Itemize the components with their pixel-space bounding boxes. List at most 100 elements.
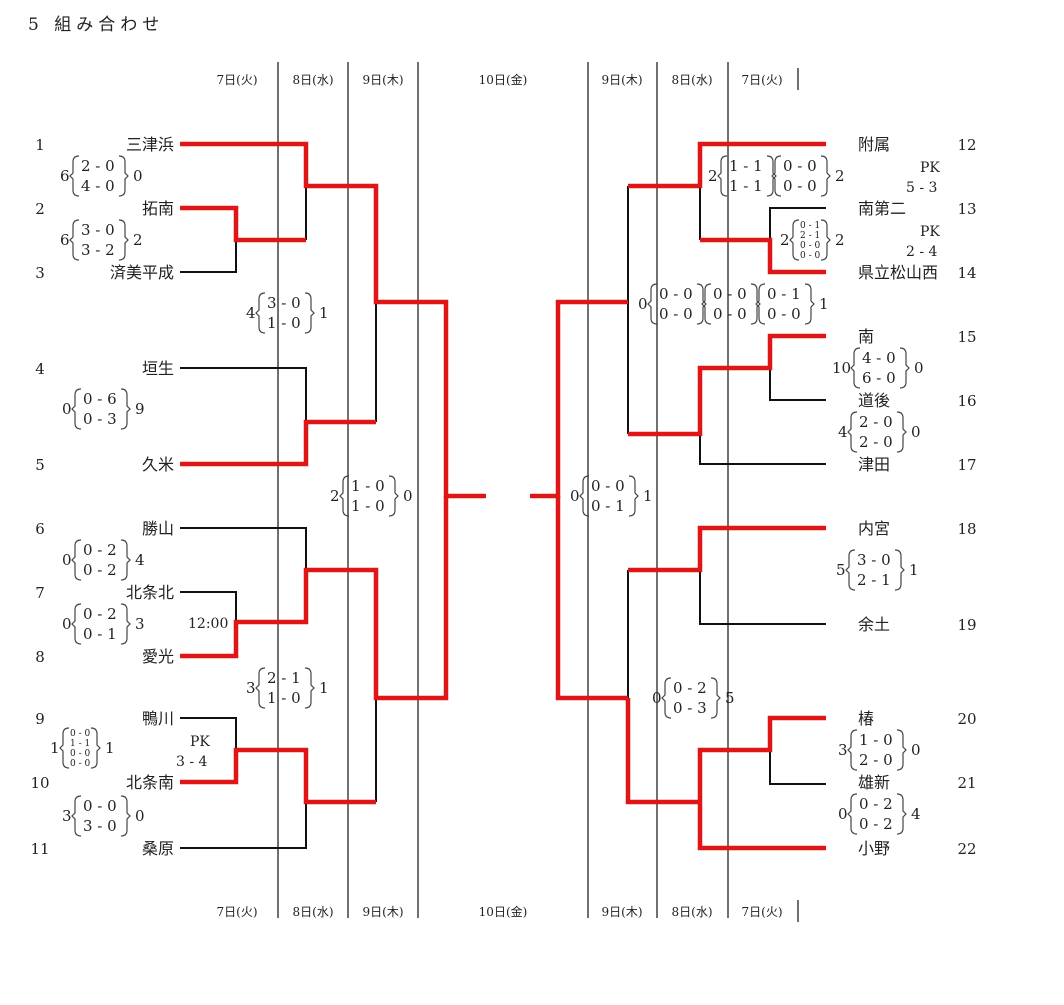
team-seed: 16 [957,392,976,410]
score-total-left: 0 [838,805,848,823]
score-total-left: 0 [652,689,662,707]
score-total-left: 6 [60,167,70,185]
score-line: 0 - 0 [70,729,90,739]
team-name: 内宮 [858,519,890,538]
score-total-right: 2 [835,231,845,249]
score-total-left: 3 [838,741,848,759]
score-line: 1 - 1 [729,157,763,175]
bracket-paren-right [766,155,777,197]
score-line: 3 - 0 [83,817,117,835]
score-line: 0 - 3 [83,410,117,428]
score-total-left: 2 [708,167,718,185]
score-line: 0 - 3 [673,699,707,717]
score-total-right: 5 [725,689,735,707]
team-name: 津田 [858,455,890,474]
team-name: 北条南 [126,773,174,792]
score-total-right: 1 [819,295,829,313]
score-line: 0 - 1 [800,221,820,231]
team-seed: 5 [35,456,45,474]
bracket-paren-left [771,155,782,197]
team-name: 三津浜 [126,135,174,154]
bracket-paren-left [255,292,266,334]
bracket-paren-left [69,155,80,197]
score-line: 0 - 0 [713,285,747,303]
bracket-paren-left [847,793,858,835]
bracket-paren-right [710,677,721,719]
pk-score: 5 - 3 [906,180,937,196]
day-label: 8日(水) [293,905,334,919]
score-line: 1 - 1 [70,739,90,749]
bracket-paren-left [850,347,861,389]
team-seed: 21 [957,774,976,792]
bracket-paren-right [750,283,761,325]
team-seed: 12 [957,136,976,154]
bracket-paren-left [71,539,82,581]
bracket-paren-right [820,219,831,261]
score-line: 0 - 0 [659,285,693,303]
day-headers-bottom: 7日(火) 8日(水) 9日(木) 10日(金) 9日(木) 8日(水) 7日(… [217,904,783,919]
bracket-paren-right [628,475,639,517]
match-score: 00 - 60 - 39 [62,388,145,430]
match-score: 32 - 11 - 01 [246,667,329,709]
score-total-left: 10 [832,359,851,377]
bracket-paren-left [579,475,590,517]
team-seed: 18 [957,520,976,538]
match-score: 21 - 11 - 10 - 00 - 02 [708,155,845,197]
score-total-left: 4 [838,423,848,441]
match-score: 00 - 20 - 24 [62,539,145,581]
bracket-paren-right [696,283,707,325]
match-score: 42 - 02 - 00 [838,411,921,453]
team-name: 拓南 [142,199,174,218]
match-score: 00 - 20 - 35 [652,677,735,719]
team-name: 雄新 [858,773,890,792]
bracket-paren-left [71,795,82,837]
score-line: 3 - 0 [81,221,115,239]
bracket-paren-right [896,793,907,835]
score-total-right: 0 [911,423,921,441]
bracket-paren-left [255,667,266,709]
score-line: 0 - 2 [859,815,893,833]
day-label: 8日(水) [293,73,334,87]
bracket-paren-left [71,388,82,430]
score-total-left: 0 [638,295,648,313]
team-name: 北条北 [126,583,174,602]
bracket-paren-right [899,347,910,389]
bracket-paren-left [847,411,858,453]
team-seed: 22 [957,840,976,858]
score-line: 2 - 1 [857,571,891,589]
score-line: 0 - 0 [83,797,117,815]
day-label: 9日(木) [363,905,404,919]
score-total-right: 1 [319,679,329,697]
bracket-paren-left [69,219,80,261]
score-line: 3 - 0 [857,551,891,569]
bracket-paren-left [845,549,856,591]
match-score: 00 - 00 - 11 [570,475,653,517]
score-total-left: 6 [60,231,70,249]
score-line: 0 - 0 [767,305,801,323]
score-line: 4 - 0 [81,177,115,195]
day-columns [277,62,799,922]
score-line: 1 - 0 [351,477,385,495]
team-seed: 4 [35,360,45,378]
match-score: 20 - 12 - 10 - 00 - 02 [780,219,845,261]
bracket-paren-left [647,283,658,325]
pk-label: PK [920,160,940,176]
score-line: 0 - 6 [83,390,117,408]
score-line: 0 - 0 [659,305,693,323]
match-score: 10 - 01 - 10 - 00 - 01 [50,727,115,769]
team-seed: 3 [35,264,45,282]
match-score: 00 - 20 - 24 [838,793,921,835]
score-line: 2 - 0 [859,751,893,769]
match-score: 53 - 02 - 11 [836,549,919,591]
match-score: 00 - 00 - 00 - 00 - 00 - 10 - 01 [638,283,829,325]
match-score: 104 - 06 - 00 [832,347,924,389]
score-line: 1 - 0 [267,314,301,332]
bracket-paren-right [120,603,131,645]
bracket-paren-left [339,475,350,517]
score-total-right: 0 [403,487,413,505]
match-score: 30 - 03 - 00 [62,795,145,837]
match-score: 31 - 02 - 00 [838,729,921,771]
team-seed: 20 [957,710,976,728]
team-seed: 17 [957,456,976,474]
